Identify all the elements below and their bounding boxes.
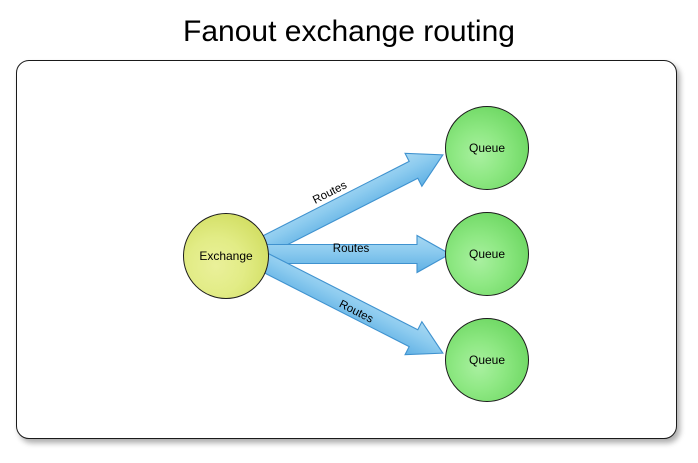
- node-queue-1[interactable]: Queue: [445, 106, 529, 190]
- edge-arrow-queue-1[interactable]: [254, 138, 452, 263]
- edge-label-routes-2: Routes: [332, 243, 370, 255]
- edge-arrow-queue-3[interactable]: [254, 245, 452, 370]
- node-exchange[interactable]: Exchange: [183, 213, 269, 299]
- node-queue-3[interactable]: Queue: [445, 318, 529, 402]
- block-arrow-shape: [256, 152, 444, 257]
- node-queue-2[interactable]: Queue: [445, 212, 529, 296]
- page-title: Fanout exchange routing: [183, 15, 515, 48]
- block-arrow-shape: [256, 251, 444, 356]
